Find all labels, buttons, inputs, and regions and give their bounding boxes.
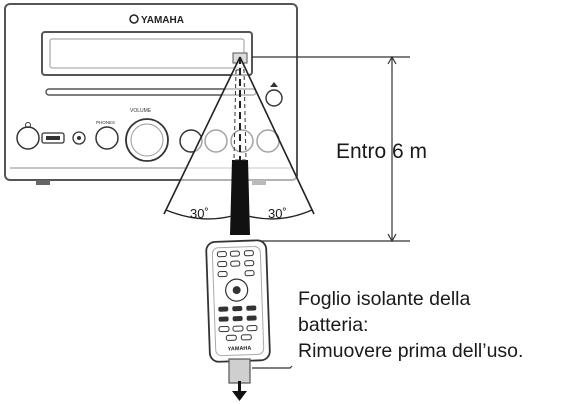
remote-logo: YAMAHA bbox=[228, 346, 252, 353]
left-angle-arc bbox=[165, 209, 233, 220]
beam-shadow bbox=[230, 160, 250, 235]
input-button[interactable] bbox=[95, 126, 119, 150]
cone-right-edge bbox=[239, 56, 315, 215]
left-angle-label: 30˚ bbox=[190, 206, 209, 221]
power-icon bbox=[25, 122, 31, 128]
brand-logo-icon bbox=[129, 14, 139, 24]
cone-left-edge bbox=[163, 56, 241, 215]
battery-sheet-tab bbox=[228, 358, 251, 384]
pull-arrow-icon bbox=[232, 391, 247, 401]
note-leader-line bbox=[252, 365, 293, 369]
phones-label: PHONES bbox=[96, 120, 115, 125]
distance-label: Entro 6 m bbox=[336, 140, 428, 163]
main-unit-foot-left bbox=[36, 180, 50, 185]
battery-sheet-note: Foglio isolante della batteria: Rimuover… bbox=[298, 286, 523, 364]
sheet-note-line-2: batteria: bbox=[298, 314, 369, 336]
sheet-note-line-3: Rimuovere prima dell’uso. bbox=[298, 340, 524, 362]
sheet-note-line-1: Foglio isolante della bbox=[298, 288, 471, 310]
remote-control: YAMAHA bbox=[205, 239, 271, 363]
eject-button[interactable] bbox=[265, 89, 283, 107]
battery-sheet bbox=[228, 358, 251, 401]
reception-cone: 30˚ 30˚ bbox=[163, 56, 315, 235]
right-angle-arc bbox=[247, 209, 313, 220]
volume-label: VOLUME bbox=[130, 108, 152, 114]
display-window bbox=[41, 31, 253, 76]
distance-dimension bbox=[252, 55, 410, 243]
dimension-arrow-bottom bbox=[387, 233, 397, 243]
volume-knob[interactable] bbox=[125, 118, 169, 162]
power-button[interactable] bbox=[16, 126, 40, 150]
right-angle-label: 30˚ bbox=[268, 206, 287, 221]
brand-logo: YAMAHA bbox=[141, 15, 184, 26]
dimension-arrow-top bbox=[387, 55, 397, 65]
eject-icon bbox=[270, 82, 278, 87]
